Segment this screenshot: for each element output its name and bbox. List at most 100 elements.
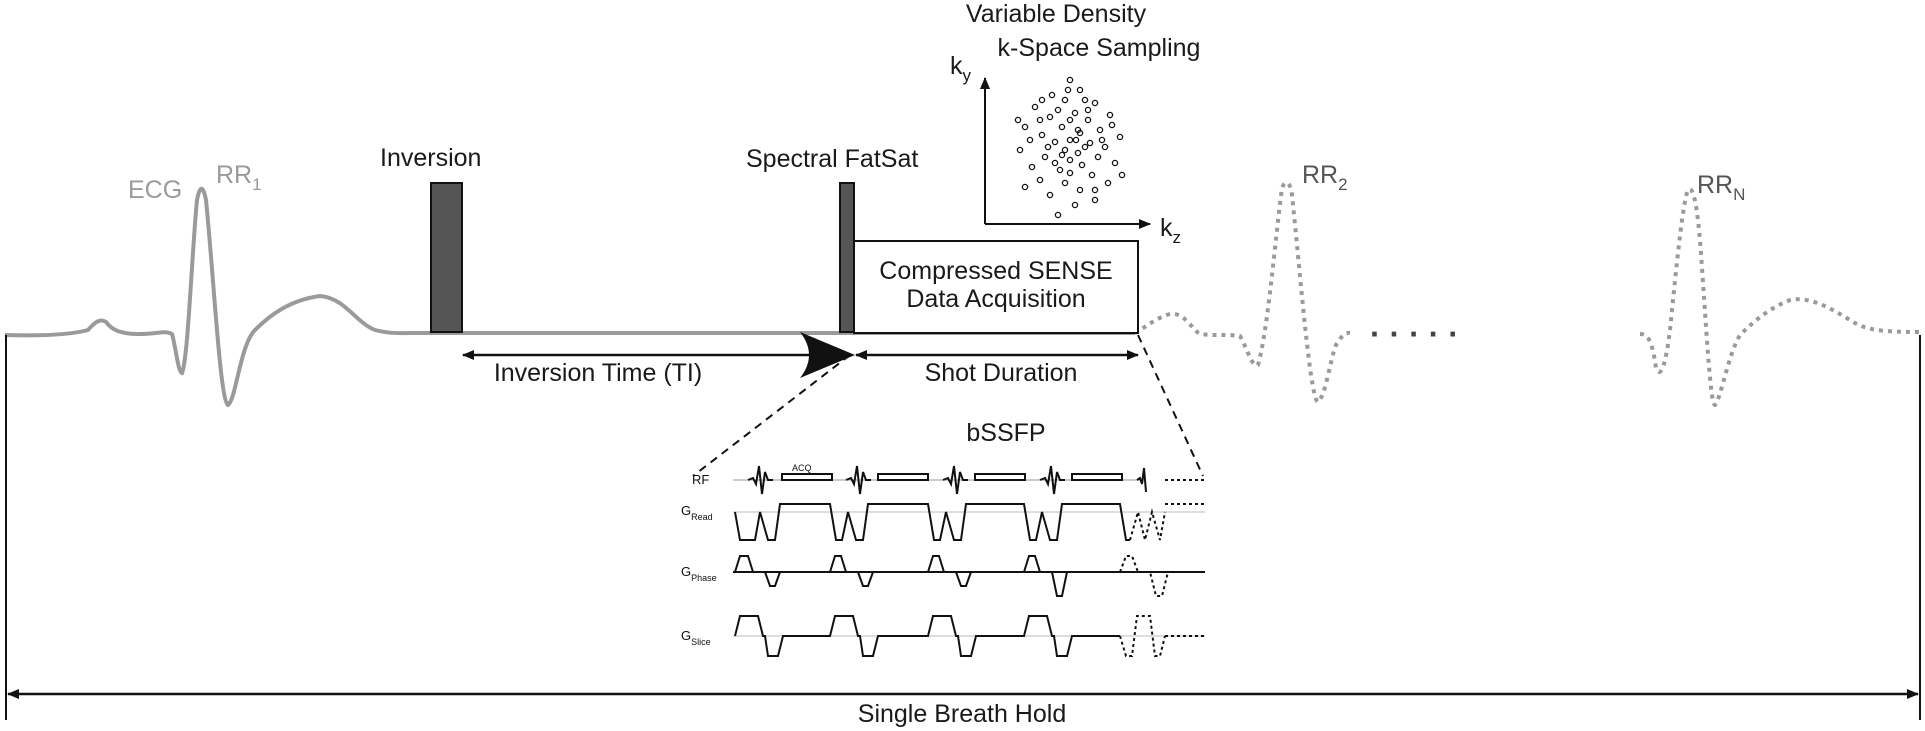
kspace-sample-dot	[1054, 106, 1062, 114]
shot-duration-label: Shot Duration	[925, 359, 1078, 387]
g-slice-label: GSlice	[681, 628, 711, 647]
acq-block-1	[781, 473, 833, 481]
g-read-row	[733, 503, 1205, 541]
ti-arrowhead-large	[800, 332, 855, 378]
acq-block-3	[974, 473, 1026, 481]
kspace-sample-dot	[1081, 143, 1089, 151]
kspace-sample-dot	[1064, 86, 1072, 94]
kspace-sample-dot	[1076, 186, 1084, 194]
ecg-cycle-n	[1639, 187, 1921, 408]
g-read-label: GRead	[681, 503, 713, 522]
kspace-sample-dot	[1066, 156, 1074, 164]
acq-block-2	[877, 473, 929, 481]
kspace-title-2: k-Space Sampling	[998, 34, 1201, 62]
kspace-sample-dot	[1071, 201, 1079, 209]
kspace-sample-dot	[1094, 153, 1102, 161]
kspace-sample-dot	[1021, 183, 1029, 191]
ky-label: ky	[950, 52, 972, 85]
kspace-sample-dot	[1116, 133, 1124, 141]
kspace-samples	[1014, 76, 1126, 219]
kspace-sample-dot	[1058, 151, 1066, 159]
kspace-sample-dot	[1016, 146, 1024, 154]
rr1-label: RR1	[216, 161, 262, 194]
kspace-sample-dot	[1061, 146, 1069, 154]
kspace-sample-dot	[1031, 103, 1039, 111]
kspace-sample-dot	[1058, 123, 1066, 131]
kspace-sample-dot	[1014, 116, 1022, 124]
fatsat-label: Spectral FatSat	[746, 145, 918, 173]
ecg-ellipsis: · · · · ·	[1370, 316, 1459, 352]
rr2-label: RR2	[1302, 161, 1348, 194]
rf-pulse-3	[942, 465, 968, 495]
g-slice-row	[733, 615, 1205, 657]
kspace-sample-dot	[1108, 121, 1116, 129]
kspace-sample-dot	[1046, 191, 1054, 199]
kspace-sample-dot	[1036, 116, 1044, 124]
kspace-sample-dot	[1071, 109, 1079, 117]
g-phase-label: GPhase	[681, 564, 717, 583]
inversion-label: Inversion	[380, 144, 481, 172]
bssfp-title: bSSFP	[966, 419, 1045, 447]
kspace-sample-dot	[1074, 149, 1082, 157]
kspace-sample-dot	[1106, 111, 1114, 119]
inversion-pulse	[430, 182, 463, 333]
rf-pulse-4	[1039, 465, 1065, 495]
kspace-sample-dot	[1066, 116, 1074, 124]
kspace-sample-dot	[1051, 138, 1059, 146]
kspace-title-1: Variable Density	[966, 0, 1147, 28]
rf-pulse-1	[747, 465, 773, 495]
ecg-trace	[4, 180, 1921, 408]
rf-pulse-5	[1136, 467, 1147, 493]
acquisition-line1: Compressed SENSE	[879, 257, 1112, 285]
kz-label: kz	[1160, 214, 1181, 247]
kspace-sample-dot	[1054, 211, 1062, 219]
acq-block-4	[1071, 473, 1123, 481]
kspace-sample-dot	[1078, 161, 1086, 169]
kspace-sample-dot	[1101, 143, 1109, 151]
kspace-sample-dot	[1061, 96, 1069, 104]
kspace-sample-dot	[1036, 176, 1044, 184]
kspace-sample-dot	[1091, 186, 1099, 194]
kspace-sample-dot	[1076, 86, 1084, 94]
kspace-sample-dot	[1086, 139, 1094, 147]
zoom-line-right	[1137, 334, 1204, 477]
ecg-cycle-1	[4, 186, 1135, 408]
kspace-sample-dot	[1104, 179, 1112, 187]
ecg-label: ECG	[128, 176, 182, 204]
kspace-sample-dot	[1044, 143, 1052, 151]
kspace-sample-dot	[1038, 131, 1046, 139]
acquisition-line2: Data Acquisition	[906, 285, 1085, 313]
kspace-sample-dot	[1098, 136, 1106, 144]
kspace-sample-dot	[1084, 116, 1092, 124]
kspace-sample-dot	[1066, 136, 1074, 144]
zoom-line-left	[692, 354, 851, 477]
kspace-sample-dot	[1066, 76, 1074, 84]
g-phase-row	[733, 555, 1205, 597]
kspace-sample-dot	[1084, 106, 1092, 114]
kspace-sample-dot	[1072, 136, 1080, 144]
rrn-label: RRN	[1697, 171, 1745, 204]
kspace-sample-dot	[1088, 171, 1096, 179]
kspace-sample-dot	[1028, 163, 1036, 171]
ti-label: Inversion Time (TI)	[494, 359, 702, 387]
kspace-sample-dot	[1051, 159, 1059, 167]
kspace-sample-dot	[1038, 96, 1046, 104]
kspace-sample-dot	[1091, 99, 1099, 107]
kspace-sample-dot	[1048, 91, 1056, 99]
kspace-sample-dot	[1021, 123, 1029, 131]
acq-label: ACQ	[792, 463, 812, 473]
rf-pulse-2	[845, 465, 871, 495]
kspace-sample-dot	[1118, 171, 1126, 179]
breath-hold-label: Single Breath Hold	[858, 700, 1066, 728]
kspace-sample-dot	[1056, 166, 1064, 174]
kspace-sample-dot	[1026, 136, 1034, 144]
kspace-sample-dot	[1061, 179, 1069, 187]
acquisition-box	[853, 240, 1139, 334]
kspace-sample-dot	[1081, 96, 1089, 104]
kspace-sample-dot	[1111, 159, 1119, 167]
rf-label: RF	[692, 472, 709, 487]
kspace-sample-dot	[1091, 196, 1099, 204]
kspace-sample-dot	[1066, 169, 1074, 177]
fatsat-pulse	[839, 182, 855, 333]
